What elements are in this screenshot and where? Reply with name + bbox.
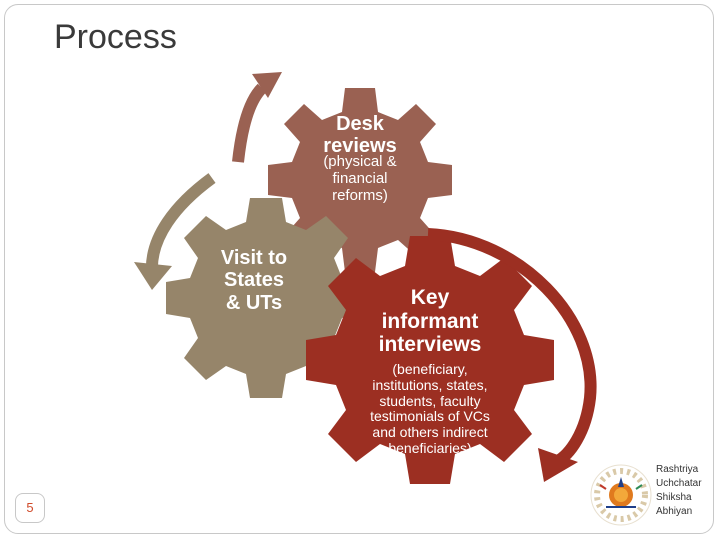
key-sub-line1: (beneficiary, [392,361,468,377]
visit-line2: States [223,269,285,292]
page-number: 5 [26,500,34,515]
key-sub-line2: institutions, states, [372,376,488,393]
key-subtitle: (beneficiary, institutions, states, stud… [346,361,514,457]
logo-text: Rashtriya Uchchatar Shiksha Abhiyan [656,463,702,519]
curved-arrow-to-desk [232,72,282,163]
rusa-emblem-icon [590,464,652,526]
slide-frame [4,4,714,534]
visit-label: Visit to States & UTs [196,247,312,314]
logo-line2: Uchchatar [656,478,702,489]
page-number-box: 5 [15,493,45,523]
logo-line4: Abhiyan [656,506,693,517]
visit-line1: Visit to [220,247,288,269]
key-title: Key informant interviews [355,286,505,357]
desk-sub-line3: reforms) [332,186,388,204]
key-sub-line3: students, faculty [379,392,481,409]
logo-line1: Rashtriya [656,464,699,475]
logo-line3: Shiksha [656,492,692,503]
desk-sub-line1: (physical & [323,153,397,170]
rusa-logo: Rashtriya Uchchatar Shiksha Abhiyan [586,455,711,535]
key-sub-line5: and others indirect [372,424,488,441]
curved-arrow-desk-to-visit [134,173,216,290]
desk-subtitle: (physical & financial reforms) [290,153,430,204]
desk-title: Desk reviews [300,113,420,158]
curved-arrow-key-loop [427,228,597,482]
visit-line3: & UTs [225,291,283,314]
key-title-line3: interviews [378,333,482,357]
key-sub-line6: beneficiaries) [388,440,472,457]
desk-title-line2: reviews [323,135,397,158]
key-sub-line4: testimonials of VCs [370,408,490,425]
key-informant-gear [306,236,554,484]
key-title-line1: Key [410,286,450,309]
desk-sub-line2: financial [332,169,388,187]
slide-title: Process [54,18,177,56]
key-title-line2: informant [381,309,479,333]
desk-title-line1: Desk [336,113,384,135]
